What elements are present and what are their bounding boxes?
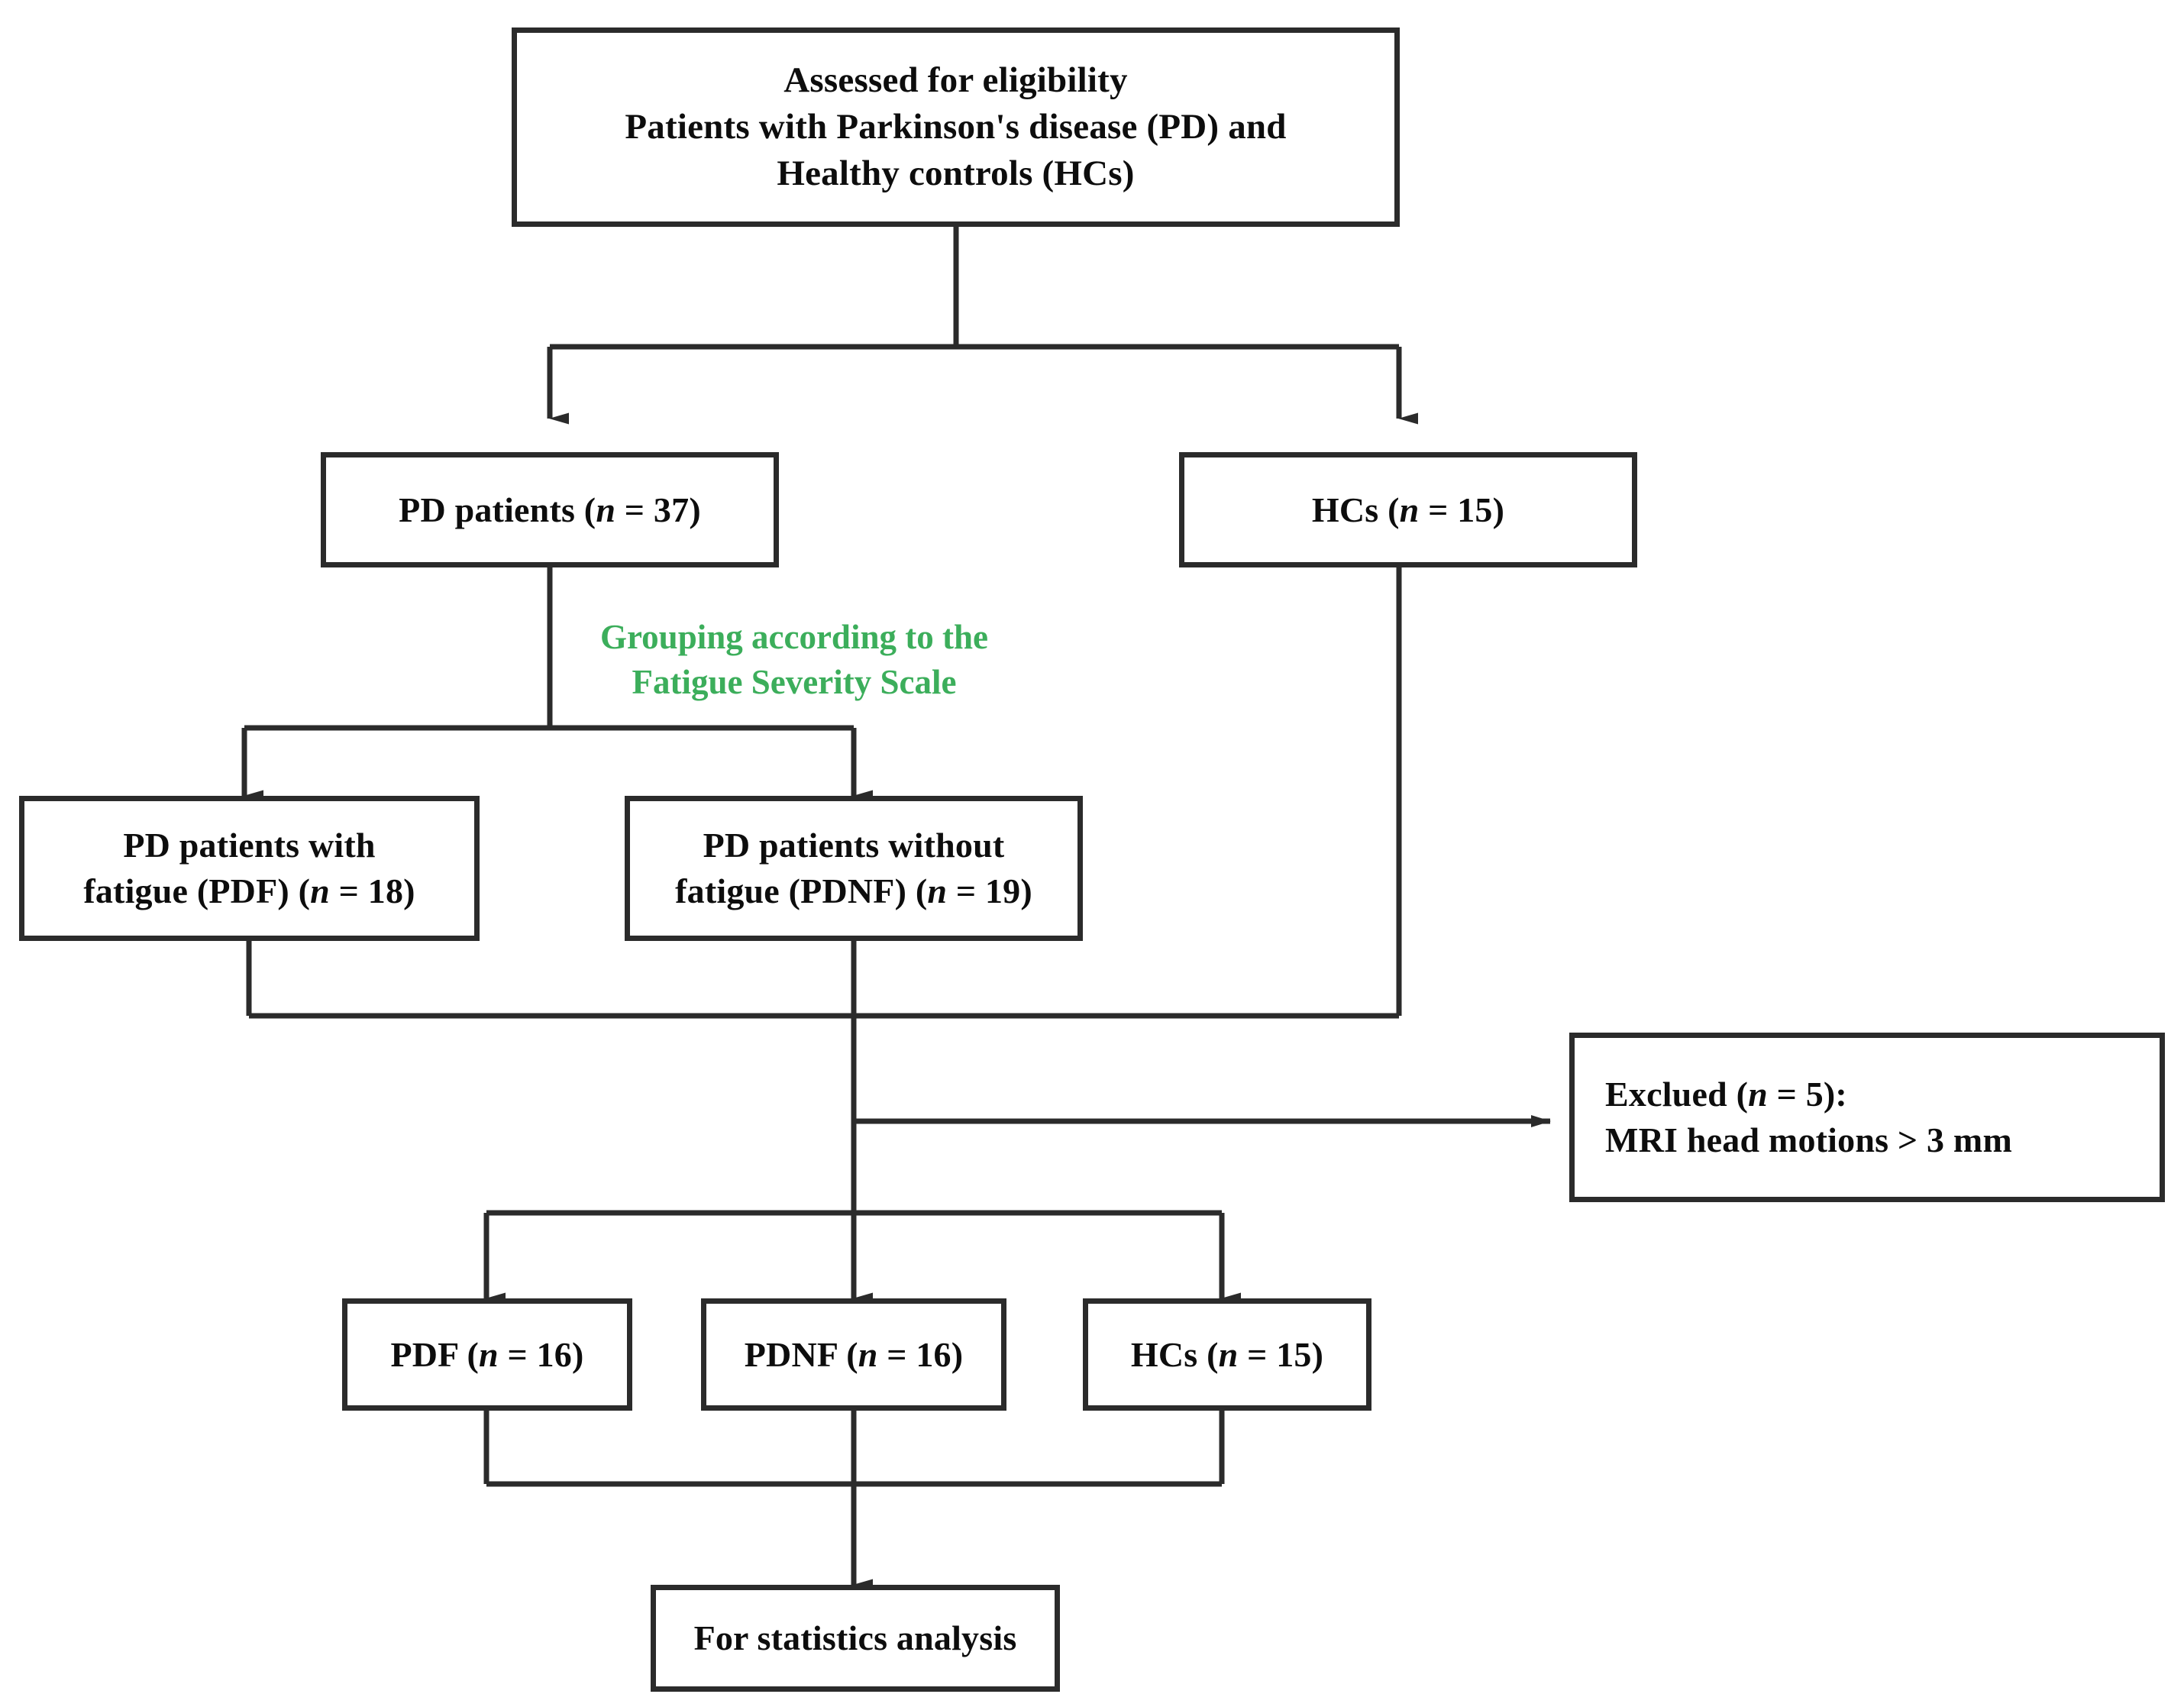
node-pd-without-fatigue[interactable]: PD patients without fatigue (PDNF) (n = … [625,796,1083,941]
sample-size-symbol: n [1218,1334,1239,1374]
node-pdf-final-label: PDF (n = 16) [390,1334,584,1374]
node-pd-patients[interactable]: PD patients (n = 37) [321,452,779,567]
node-assessed-for-eligibility[interactable]: Assessed for eligibility Patients with P… [512,27,1400,227]
node-excluded[interactable]: Exclued (n = 5): MRI head motions > 3 mm [1569,1033,2165,1202]
sample-size-symbol: n [858,1334,878,1374]
node-pdf-final[interactable]: PDF (n = 16) [342,1298,632,1411]
node-pdnf-final[interactable]: PDNF (n = 16) [701,1298,1006,1411]
node-hcs-final-label: HCs (n = 15) [1130,1334,1324,1374]
node-statistics-label: For statistics analysis [693,1618,1017,1658]
node-excluded-label: Exclued (n = 5): MRI head motions > 3 mm [1605,1075,2012,1159]
node-hcs-top-label: HCs (n = 15) [1311,490,1505,529]
node-pdnf-final-label: PDNF (n = 16) [744,1334,964,1374]
sample-size-symbol: n [1748,1075,1768,1114]
node-pd-with-fatigue-label: PD patients with fatigue (PDF) (n = 18) [83,826,415,910]
sample-size-symbol: n [310,871,330,910]
sample-size-symbol: n [1399,490,1420,529]
node-hcs-final[interactable]: HCs (n = 15) [1083,1298,1371,1411]
node-hcs-top[interactable]: HCs (n = 15) [1179,452,1637,567]
sample-size-symbol: n [479,1334,499,1374]
sample-size-symbol: n [927,871,948,910]
node-for-statistics-analysis[interactable]: For statistics analysis [651,1585,1060,1692]
sample-size-symbol: n [596,490,616,529]
node-pd-patients-label: PD patients (n = 37) [399,490,701,529]
node-assessed-label: Assessed for eligibility Patients with P… [625,60,1287,194]
node-pd-without-fatigue-label: PD patients without fatigue (PDNF) (n = … [675,826,1032,910]
annotation-grouping-note: Grouping according to the Fatigue Severi… [600,618,988,701]
node-pd-with-fatigue[interactable]: PD patients with fatigue (PDF) (n = 18) [19,796,480,941]
